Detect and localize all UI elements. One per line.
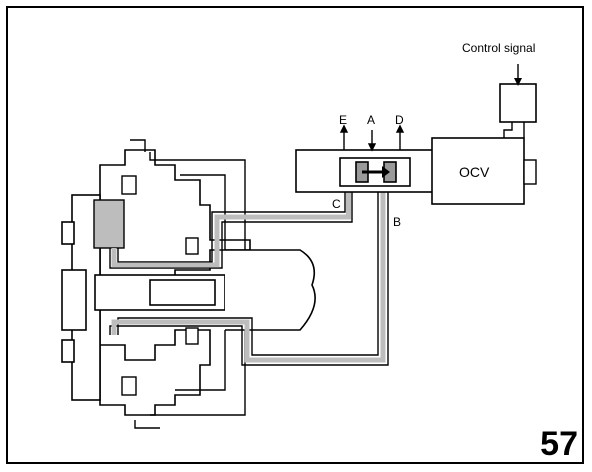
control-signal-box (499, 83, 537, 123)
oil-passage-c (109, 192, 353, 269)
ocv-connector (523, 159, 537, 185)
label-ocv: OCV (459, 164, 490, 180)
bolts (121, 175, 199, 396)
camshaft (94, 249, 316, 331)
port-arrows (339, 124, 405, 152)
page-number: 57 (540, 425, 578, 463)
label-port-a: A (367, 113, 375, 127)
label-port-e: E (339, 113, 347, 127)
label-port-c: C (332, 197, 341, 211)
ocv-lead (503, 122, 525, 138)
oil-passage-c-fill (111, 192, 351, 268)
label-port-b: B (393, 215, 401, 229)
label-control-signal: Control signal (462, 41, 535, 55)
spool-arrow (362, 166, 390, 178)
control-signal-arrow (514, 78, 522, 86)
vane-chamber (93, 199, 125, 249)
oil-passage-b-fill (111, 192, 386, 363)
label-port-d: D (395, 113, 404, 127)
